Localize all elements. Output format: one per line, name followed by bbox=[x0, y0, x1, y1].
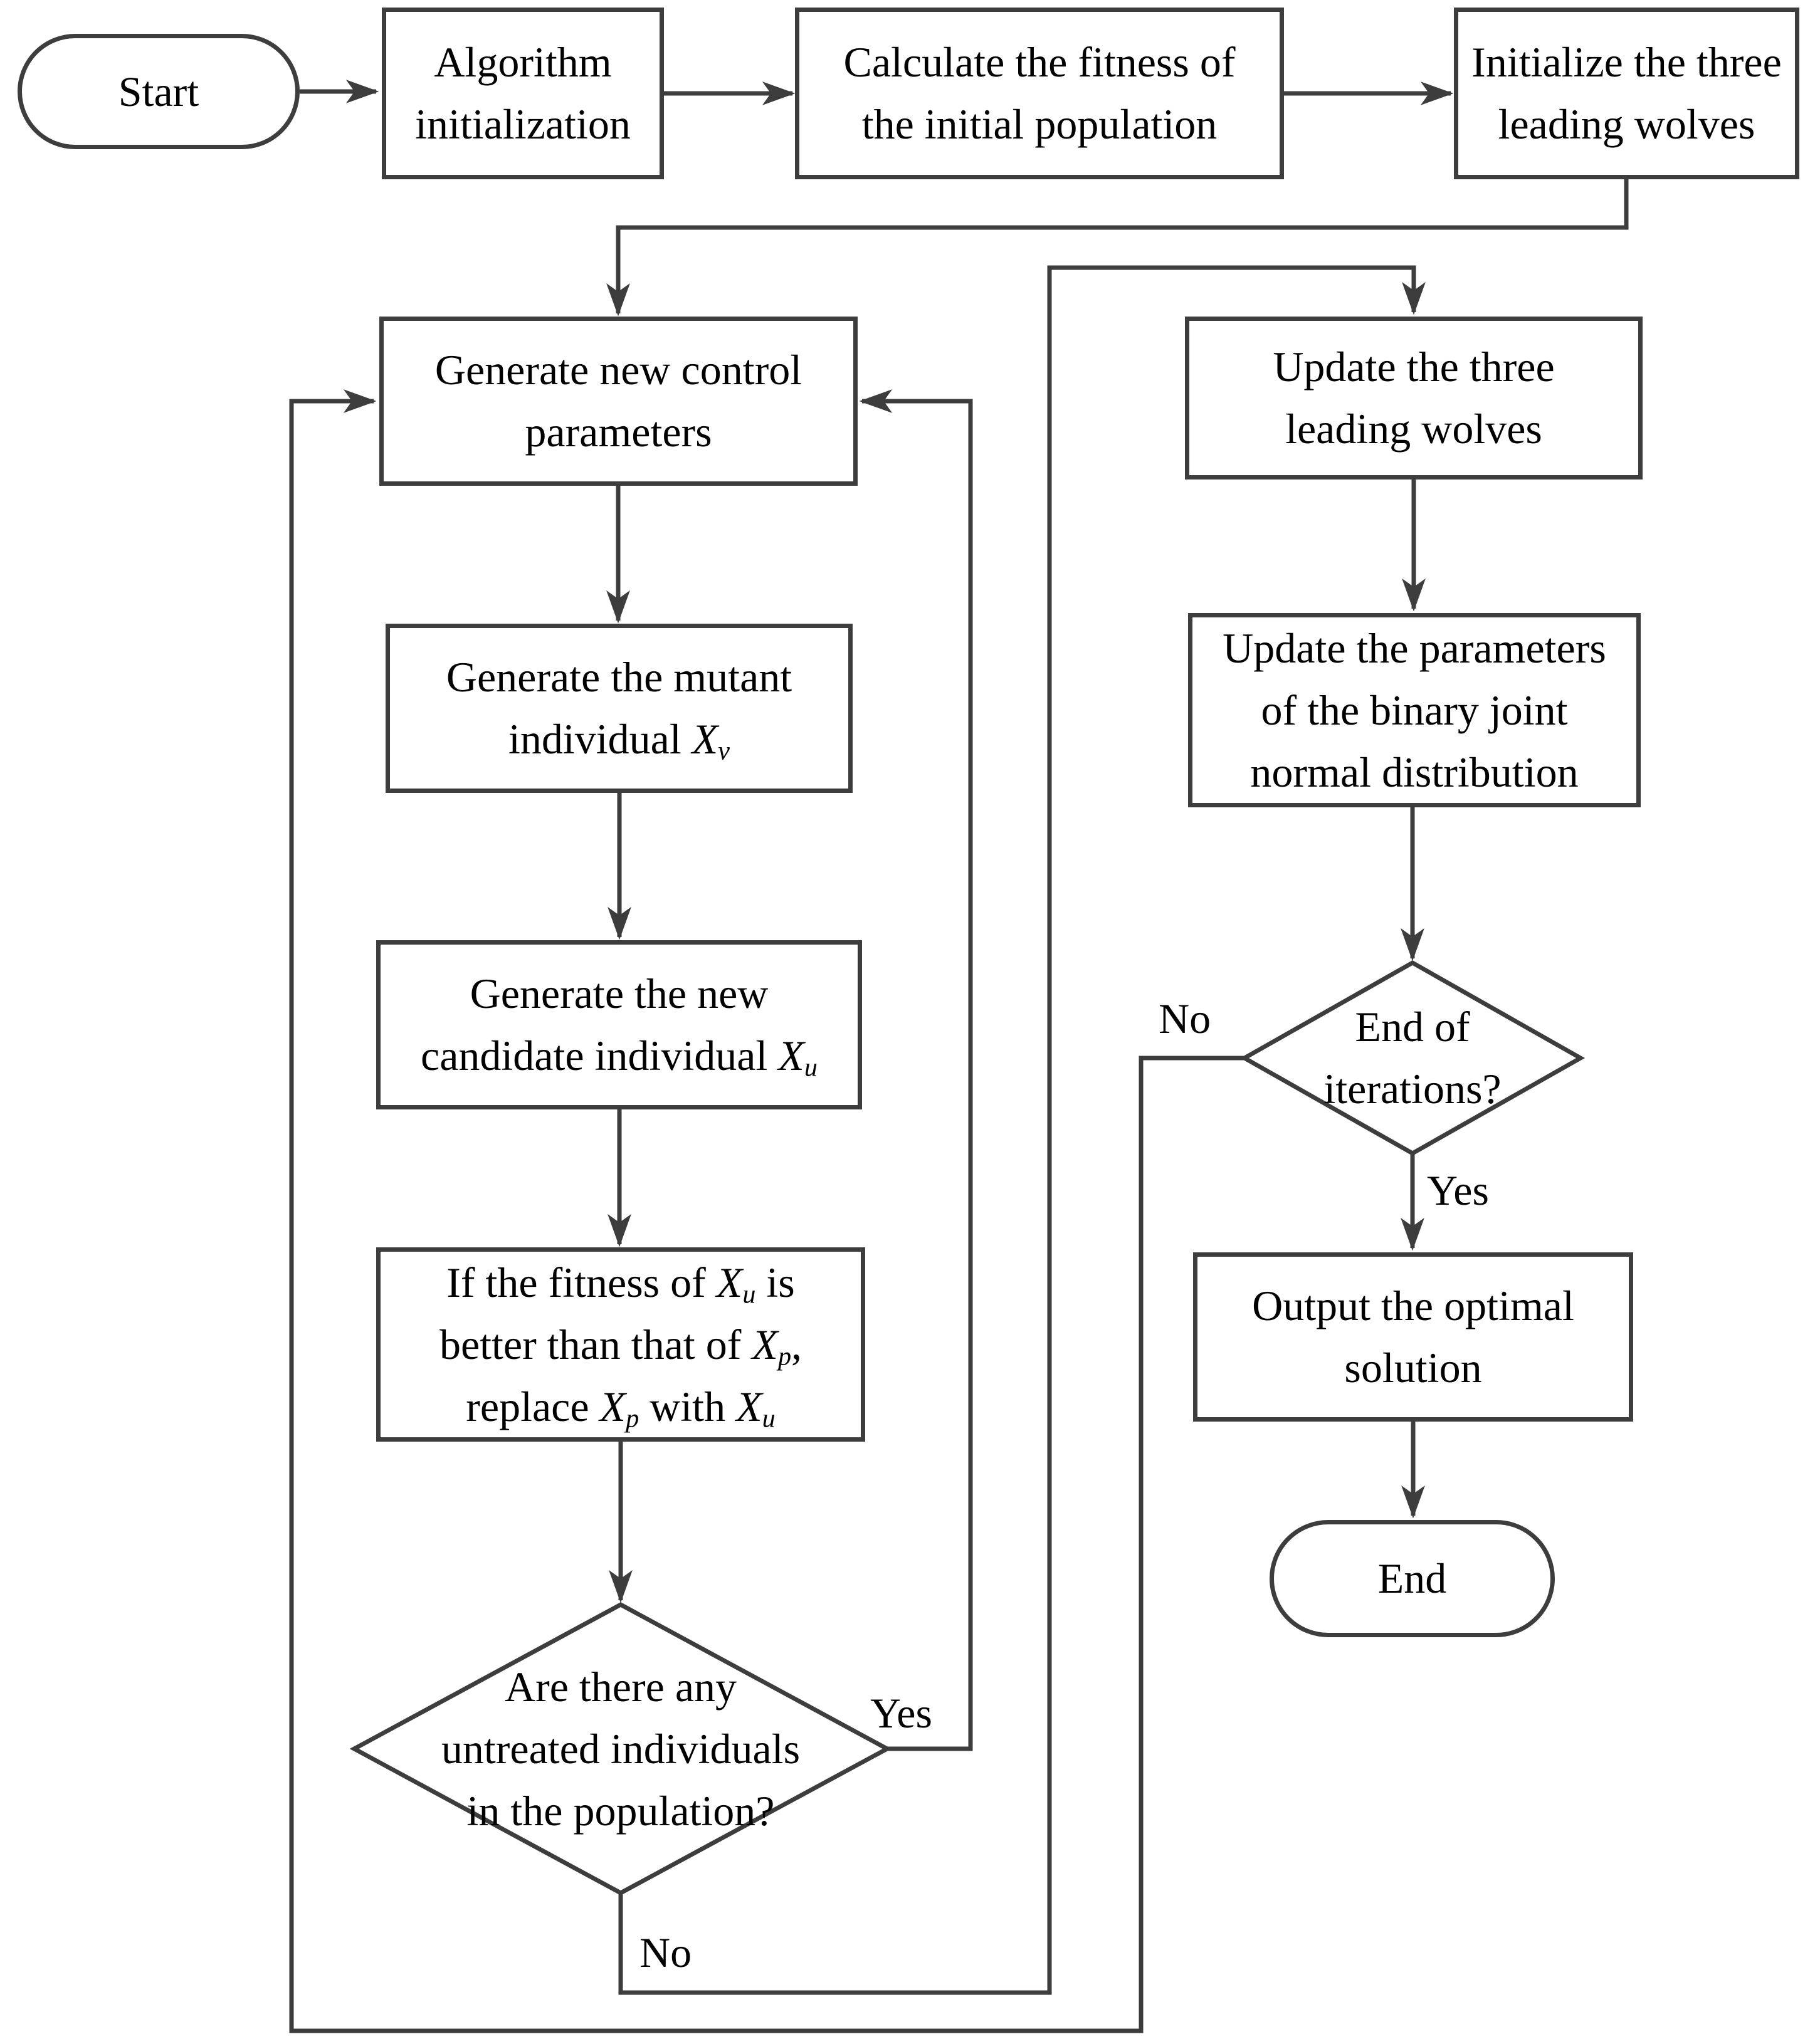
generate-candidate-node: Generate the new candidate individual Xu bbox=[376, 940, 862, 1109]
replace-condition-node: If the fitness of Xu is better than that… bbox=[376, 1247, 865, 1442]
end-node: End bbox=[1270, 1520, 1555, 1637]
math-subscript: v bbox=[718, 736, 730, 766]
generate-control-node: Generate new control parameters bbox=[379, 317, 858, 486]
start-label: Start bbox=[118, 67, 199, 115]
node-text-line: of the binary joint bbox=[1261, 686, 1568, 734]
math-subscript: u bbox=[742, 1279, 756, 1309]
node-text-line: in the population? bbox=[466, 1786, 775, 1835]
node-text-line: Algorithm bbox=[434, 38, 612, 86]
edge-untreated-yes-loop bbox=[859, 389, 973, 1751]
diamond-end-iterations bbox=[1239, 960, 1586, 1156]
label-untreated-yes: Yes bbox=[870, 1689, 932, 1737]
node-text-line: End of bbox=[1355, 1003, 1470, 1051]
node-text-line: normal distribution bbox=[1250, 748, 1579, 796]
update-parameters-node: Update the parameters of the binary join… bbox=[1188, 613, 1641, 807]
math-variable: X bbox=[752, 1320, 778, 1368]
node-text-line: Generate the mutant bbox=[446, 653, 792, 701]
node-text-line: better than that of Xp, bbox=[439, 1320, 802, 1371]
node-text-line: Update the parameters bbox=[1223, 624, 1606, 672]
math-variable: X bbox=[778, 1032, 804, 1079]
math-subscript: p bbox=[777, 1341, 792, 1371]
node-text-line: candidate individual Xu bbox=[421, 1032, 818, 1082]
math-variable: X bbox=[736, 1382, 762, 1430]
node-text-line: Initialize the three bbox=[1471, 38, 1782, 86]
algorithm-initialization-node: Algorithm initialization bbox=[382, 8, 664, 179]
end-iterations-label: End of iterations? bbox=[1244, 963, 1581, 1153]
output-solution-node: Output the optimal solution bbox=[1193, 1252, 1633, 1422]
node-text-line: parameters bbox=[525, 408, 712, 456]
edge-untreated-no-to-update-wolves bbox=[618, 265, 1426, 1995]
math-subscript: u bbox=[804, 1052, 818, 1082]
node-text-line: leading wolves bbox=[1285, 405, 1542, 453]
node-text-line: iterations? bbox=[1323, 1065, 1502, 1113]
node-text-line: replace Xp with Xu bbox=[466, 1382, 776, 1433]
initialize-wolves-node: Initialize the three leading wolves bbox=[1454, 8, 1799, 179]
node-text-line: Calculate the fitness of bbox=[843, 38, 1236, 86]
node-text-line: untreated individuals bbox=[441, 1724, 801, 1773]
diamond-untreated-check bbox=[349, 1602, 892, 1895]
math-subscript: p bbox=[626, 1403, 639, 1433]
math-variable: X bbox=[692, 715, 718, 763]
node-text-line: Output the optimal bbox=[1252, 1282, 1574, 1329]
update-wolves-node: Update the three leading wolves bbox=[1185, 317, 1643, 480]
node-text-line: initialization bbox=[415, 100, 631, 148]
node-text-line: the initial population bbox=[861, 100, 1218, 148]
node-text-line: Update the three bbox=[1273, 343, 1555, 390]
node-text-line: individual Xv bbox=[508, 715, 730, 766]
start-node: Start bbox=[18, 34, 300, 149]
end-label: End bbox=[1377, 1554, 1447, 1602]
math-variable: X bbox=[716, 1258, 743, 1306]
label-iterations-no: No bbox=[1159, 995, 1211, 1042]
math-variable: X bbox=[599, 1382, 626, 1430]
edge-initialize-to-generate-control bbox=[606, 179, 1629, 317]
node-text-line: If the fitness of Xu is bbox=[446, 1258, 795, 1309]
edge-iterations-no-loop bbox=[289, 389, 1244, 2033]
node-text-line: solution bbox=[1344, 1344, 1482, 1391]
node-text-line: leading wolves bbox=[1498, 100, 1755, 148]
calculate-fitness-node: Calculate the fitness of the initial pop… bbox=[795, 8, 1284, 179]
node-text-line: Are there any bbox=[504, 1662, 737, 1711]
untreated-check-label: Are there any untreated individuals in t… bbox=[354, 1605, 887, 1893]
math-subscript: u bbox=[762, 1403, 776, 1433]
generate-mutant-node: Generate the mutant individual Xv bbox=[386, 624, 853, 793]
label-untreated-no: No bbox=[639, 1929, 692, 1976]
node-text-line: Generate the new bbox=[470, 970, 769, 1017]
label-iterations-yes: Yes bbox=[1427, 1166, 1489, 1214]
node-text-line: Generate new control bbox=[434, 346, 802, 394]
